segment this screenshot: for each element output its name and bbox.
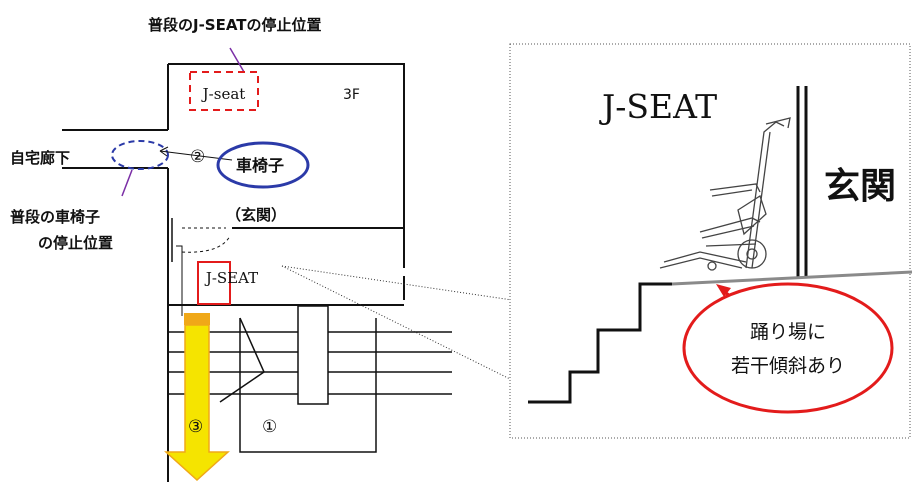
door-frame-2 [176,245,183,316]
wheelchair-ellipse [216,141,310,189]
usual-jseat-leader [229,47,245,73]
jseat-small-label: J-seat [201,85,246,103]
callout-line-2: 若干傾斜あり [731,355,845,377]
jseat-usual-stop-box [189,71,259,111]
jseat-chair-sketch [659,117,791,269]
stair-handrail-box [297,305,329,405]
door-arc [181,235,231,253]
floor-label: 3F [343,87,360,103]
chair-wheel-hub [746,248,758,260]
wheelchair-move-arrowhead [159,146,169,157]
step-2-label: ② [190,147,205,167]
chair-wheel [737,239,767,269]
chair-armrest-2 [711,189,753,197]
chair-small-wheel [707,261,717,271]
floor-plan [62,63,405,482]
callout-arrowhead [716,284,731,297]
chair-footrest [663,251,747,263]
stair-turn [219,317,265,403]
stairs [168,305,452,453]
jseat-plan-box [197,261,231,305]
hallway-label: 自宅廊下 [10,149,70,167]
usual-wheelchair-stop-line2: の停止位置 [38,234,113,252]
wheelchair-usual-stop-ellipse [111,140,169,170]
down-arrow-body [164,324,230,482]
chair-mech [737,195,767,236]
usual-jseat-stop-label: 普段のJ-SEATの停止位置 [148,16,322,34]
chair-handle [765,117,791,129]
door-swing [171,218,231,316]
jseat-plan-label: J-SEAT [204,269,258,287]
down-arrow-cap [184,313,210,325]
chair-frame-back [745,121,785,269]
chair-seat-2 [701,225,755,239]
step-1-label: ① [262,417,277,437]
wheelchair-stop-leader [121,169,133,197]
chair-seat [699,217,761,233]
callout-ellipse [682,282,894,414]
wheelchair-label: 車椅子 [236,156,284,175]
step-3-label: ③ [188,417,203,437]
detail-stairs [528,282,672,404]
detail-genkan-label: 玄関 [824,166,896,207]
chair-rail [705,243,757,247]
zoom-connector-top [281,265,513,301]
down-arrow [164,313,230,482]
chair-armrest [709,183,761,193]
genkan-paren-label: （玄関） [226,206,286,224]
zoom-connector-bottom [281,265,513,381]
usual-wheelchair-stop-line1: 普段の車椅子 [10,208,100,226]
callout-line-1: 踊り場に [750,321,826,343]
detail-jseat-title: J-SEAT [599,87,717,126]
stair-lower-box [239,318,377,453]
chair-footrest-2 [659,257,743,269]
detail-sloped-landing [671,270,912,286]
plan-outer-wall [168,63,405,268]
